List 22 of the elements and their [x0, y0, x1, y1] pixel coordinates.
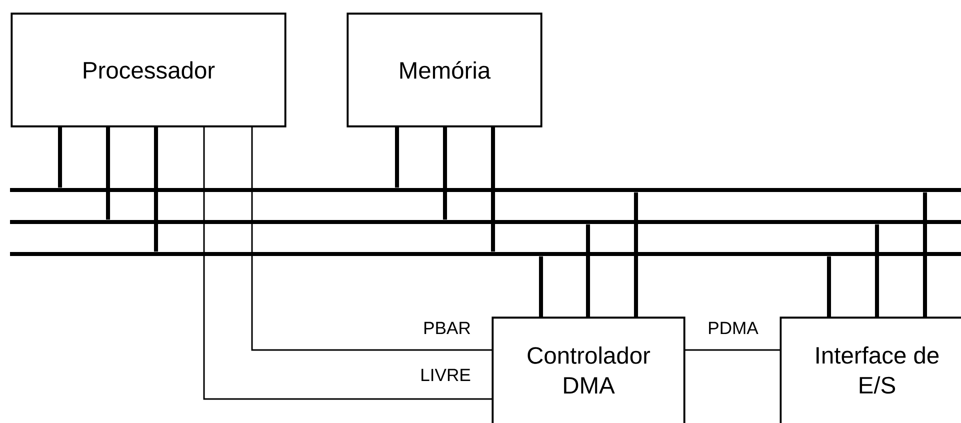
edge-label: PBAR	[424, 322, 470, 334]
line	[395, 126, 400, 188]
edge-label: PDMA	[709, 322, 758, 334]
line	[586, 224, 590, 318]
line	[58, 126, 62, 188]
line	[490, 126, 496, 252]
edge-label: LIVRE	[422, 368, 470, 382]
line	[106, 126, 110, 220]
box: Memória	[346, 12, 542, 128]
line	[874, 224, 880, 318]
box: Controlador DMA	[492, 316, 686, 423]
line	[538, 256, 544, 318]
line	[922, 192, 928, 318]
line	[634, 192, 638, 318]
line	[203, 126, 493, 400]
line	[826, 256, 832, 318]
line	[684, 349, 781, 351]
line	[154, 126, 158, 252]
box: Interface de E/S	[780, 316, 961, 423]
line	[251, 126, 493, 351]
line	[442, 126, 448, 220]
box: Processador	[10, 12, 286, 128]
